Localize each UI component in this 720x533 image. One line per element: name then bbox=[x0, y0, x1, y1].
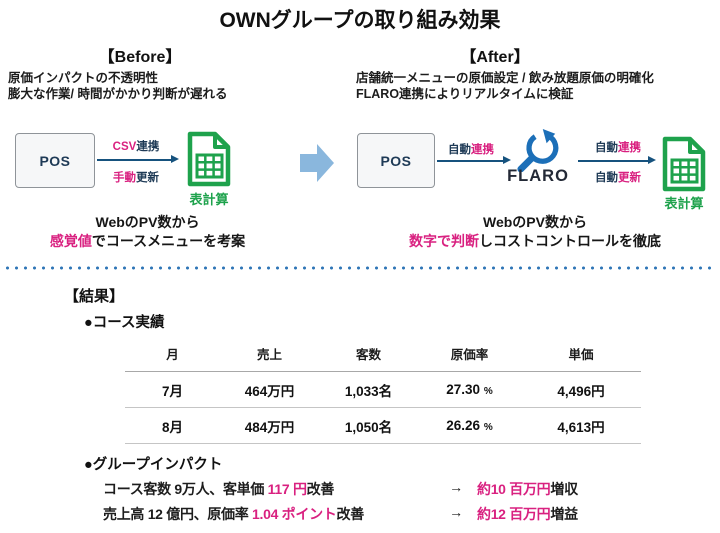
before-pos-box: POS bbox=[15, 133, 95, 188]
impact-row-2: 売上高 12 億円、原価率 1.04 ポイント改善 → 約12 百万円増益 bbox=[103, 504, 578, 524]
col-header-unit-price: 単価 bbox=[568, 348, 594, 362]
after-summary-rest: しコストコントロールを徹底 bbox=[479, 232, 661, 249]
auto-text-2: 自動 bbox=[595, 142, 618, 154]
group-impact-header: ●グループインパクト bbox=[84, 457, 223, 473]
before-summary-rest: でコースメニューを考案 bbox=[91, 232, 246, 249]
course-results-table: 月 売上 客数 原価率 単価 7月 464万円 1,033名 27.30 % 4… bbox=[125, 342, 641, 444]
impact-1-result: 約10 百万円増収 bbox=[477, 481, 578, 497]
results-header: 【結果】 bbox=[64, 288, 125, 305]
before-desc-line1: 原価インパクトの不透明性 bbox=[8, 71, 159, 85]
spreadsheet-icon bbox=[187, 131, 231, 187]
before-description: 原価インパクトの不透明性 膨大な作業/ 時間がかかり判断が遅れる bbox=[8, 70, 227, 102]
impact-2-arrow: → bbox=[449, 504, 463, 520]
suji-handan-highlight: 数字で判断 bbox=[409, 232, 479, 249]
renkei-highlight-1: 連携 bbox=[471, 144, 494, 156]
col-header-guests: 客数 bbox=[355, 348, 381, 362]
before-desc-line2: 膨大な作業/ 時間がかかり判断が遅れる bbox=[8, 87, 228, 101]
impact-1-left: コース客数 9万人、客単価 117 円改善 bbox=[103, 481, 335, 497]
cell-guests: 1,050名 bbox=[344, 419, 393, 435]
flaro-logo-icon bbox=[517, 128, 559, 172]
before-arrow-bottom-label: 手動更新 bbox=[98, 169, 174, 185]
cell-month: 8月 bbox=[161, 419, 183, 435]
cell-cost-rate: 27.30 % bbox=[446, 382, 493, 397]
update-highlight: 更新 bbox=[618, 172, 641, 184]
after-arrow1-label: 自動連携 bbox=[435, 141, 507, 157]
cell-cost-rate: 26.26 % bbox=[446, 418, 493, 433]
cell-unit-price: 4,613円 bbox=[557, 419, 605, 435]
dotted-divider bbox=[3, 266, 717, 270]
impact-1-highlight: 117 円 bbox=[267, 481, 307, 497]
before-flow-arrow bbox=[97, 155, 179, 164]
after-arrow2-top-label: 自動連携 bbox=[582, 139, 654, 155]
update-text: 更新 bbox=[136, 172, 159, 184]
impact-row-1: コース客数 9万人、客単価 117 円改善 → 約10 百万円増収 bbox=[103, 479, 578, 499]
after-summary: WebのPV数から 数字で判断しコストコントロールを徹底 bbox=[370, 213, 700, 250]
impact-2-left: 売上高 12 億円、原価率 1.04 ポイント改善 bbox=[103, 506, 364, 522]
after-summary-line1: WebのPV数から bbox=[483, 214, 587, 230]
cell-guests: 1,033名 bbox=[344, 383, 393, 399]
before-header: 【Before】 bbox=[98, 49, 182, 66]
spreadsheet-icon bbox=[662, 136, 706, 192]
auto-text-1: 自動 bbox=[448, 144, 471, 156]
col-header-cost-rate: 原価率 bbox=[450, 348, 489, 362]
impact-2-highlight: 1.04 ポイント bbox=[252, 506, 337, 522]
after-header: 【After】 bbox=[460, 49, 530, 66]
page-title: OWNグループの取り組み効果 bbox=[219, 9, 501, 32]
before-arrow-top-label: CSV連携 bbox=[98, 138, 174, 154]
cell-month: 7月 bbox=[161, 383, 183, 399]
kankakuchi-highlight: 感覚値 bbox=[49, 232, 92, 249]
after-pos-label: POS bbox=[380, 152, 412, 169]
after-arrow2-bottom-label: 自動更新 bbox=[582, 169, 654, 185]
before-summary: WebのPV数から 感覚値でコースメニューを考案 bbox=[25, 213, 270, 250]
course-results-header: ●コース実績 bbox=[84, 315, 165, 331]
col-header-sales: 売上 bbox=[256, 348, 282, 362]
before-summary-line2: 感覚値でコースメニューを考案 bbox=[25, 232, 270, 251]
cell-sales: 484万円 bbox=[244, 419, 295, 435]
csv-highlight: CSV bbox=[112, 141, 137, 153]
after-flow-arrow-2 bbox=[578, 156, 656, 165]
manual-highlight: 手動 bbox=[113, 172, 136, 184]
after-summary-line2: 数字で判断しコストコントロールを徹底 bbox=[370, 232, 700, 251]
auto-text-3: 自動 bbox=[595, 172, 618, 184]
after-description: 店舗統一メニューの原価設定 / 飲み放題原価の明確化 FLARO連携によりリアル… bbox=[356, 70, 654, 102]
impact-1-arrow: → bbox=[449, 479, 463, 495]
before-pos-label: POS bbox=[39, 152, 71, 169]
before-sheet-label: 表計算 bbox=[189, 192, 229, 207]
cell-unit-price: 4,496円 bbox=[557, 383, 605, 399]
renkei-text: 連携 bbox=[136, 141, 160, 153]
after-sheet-label: 表計算 bbox=[664, 196, 704, 211]
impact-2-result: 約12 百万円増益 bbox=[477, 506, 578, 522]
table-row: 8月 484万円 1,050名 26.26 % 4,613円 bbox=[125, 408, 641, 444]
before-summary-line1: WebのPV数から bbox=[95, 214, 200, 230]
table-row: 7月 464万円 1,033名 27.30 % 4,496円 bbox=[125, 372, 641, 408]
after-desc-line1: 店舗統一メニューの原価設定 / 飲み放題原価の明確化 bbox=[356, 71, 654, 85]
after-desc-line2: FLARO連携によりリアルタイムに検証 bbox=[356, 87, 574, 101]
after-pos-box: POS bbox=[357, 133, 435, 188]
after-flow-arrow-1 bbox=[437, 156, 511, 165]
transition-block-arrow-icon bbox=[300, 144, 334, 182]
cell-sales: 464万円 bbox=[244, 383, 295, 399]
flaro-wordmark: FLARO bbox=[507, 167, 569, 185]
col-header-month: 月 bbox=[166, 348, 179, 362]
renkei-highlight-2: 連携 bbox=[618, 142, 641, 154]
table-header-row: 月 売上 客数 原価率 単価 bbox=[125, 342, 641, 372]
